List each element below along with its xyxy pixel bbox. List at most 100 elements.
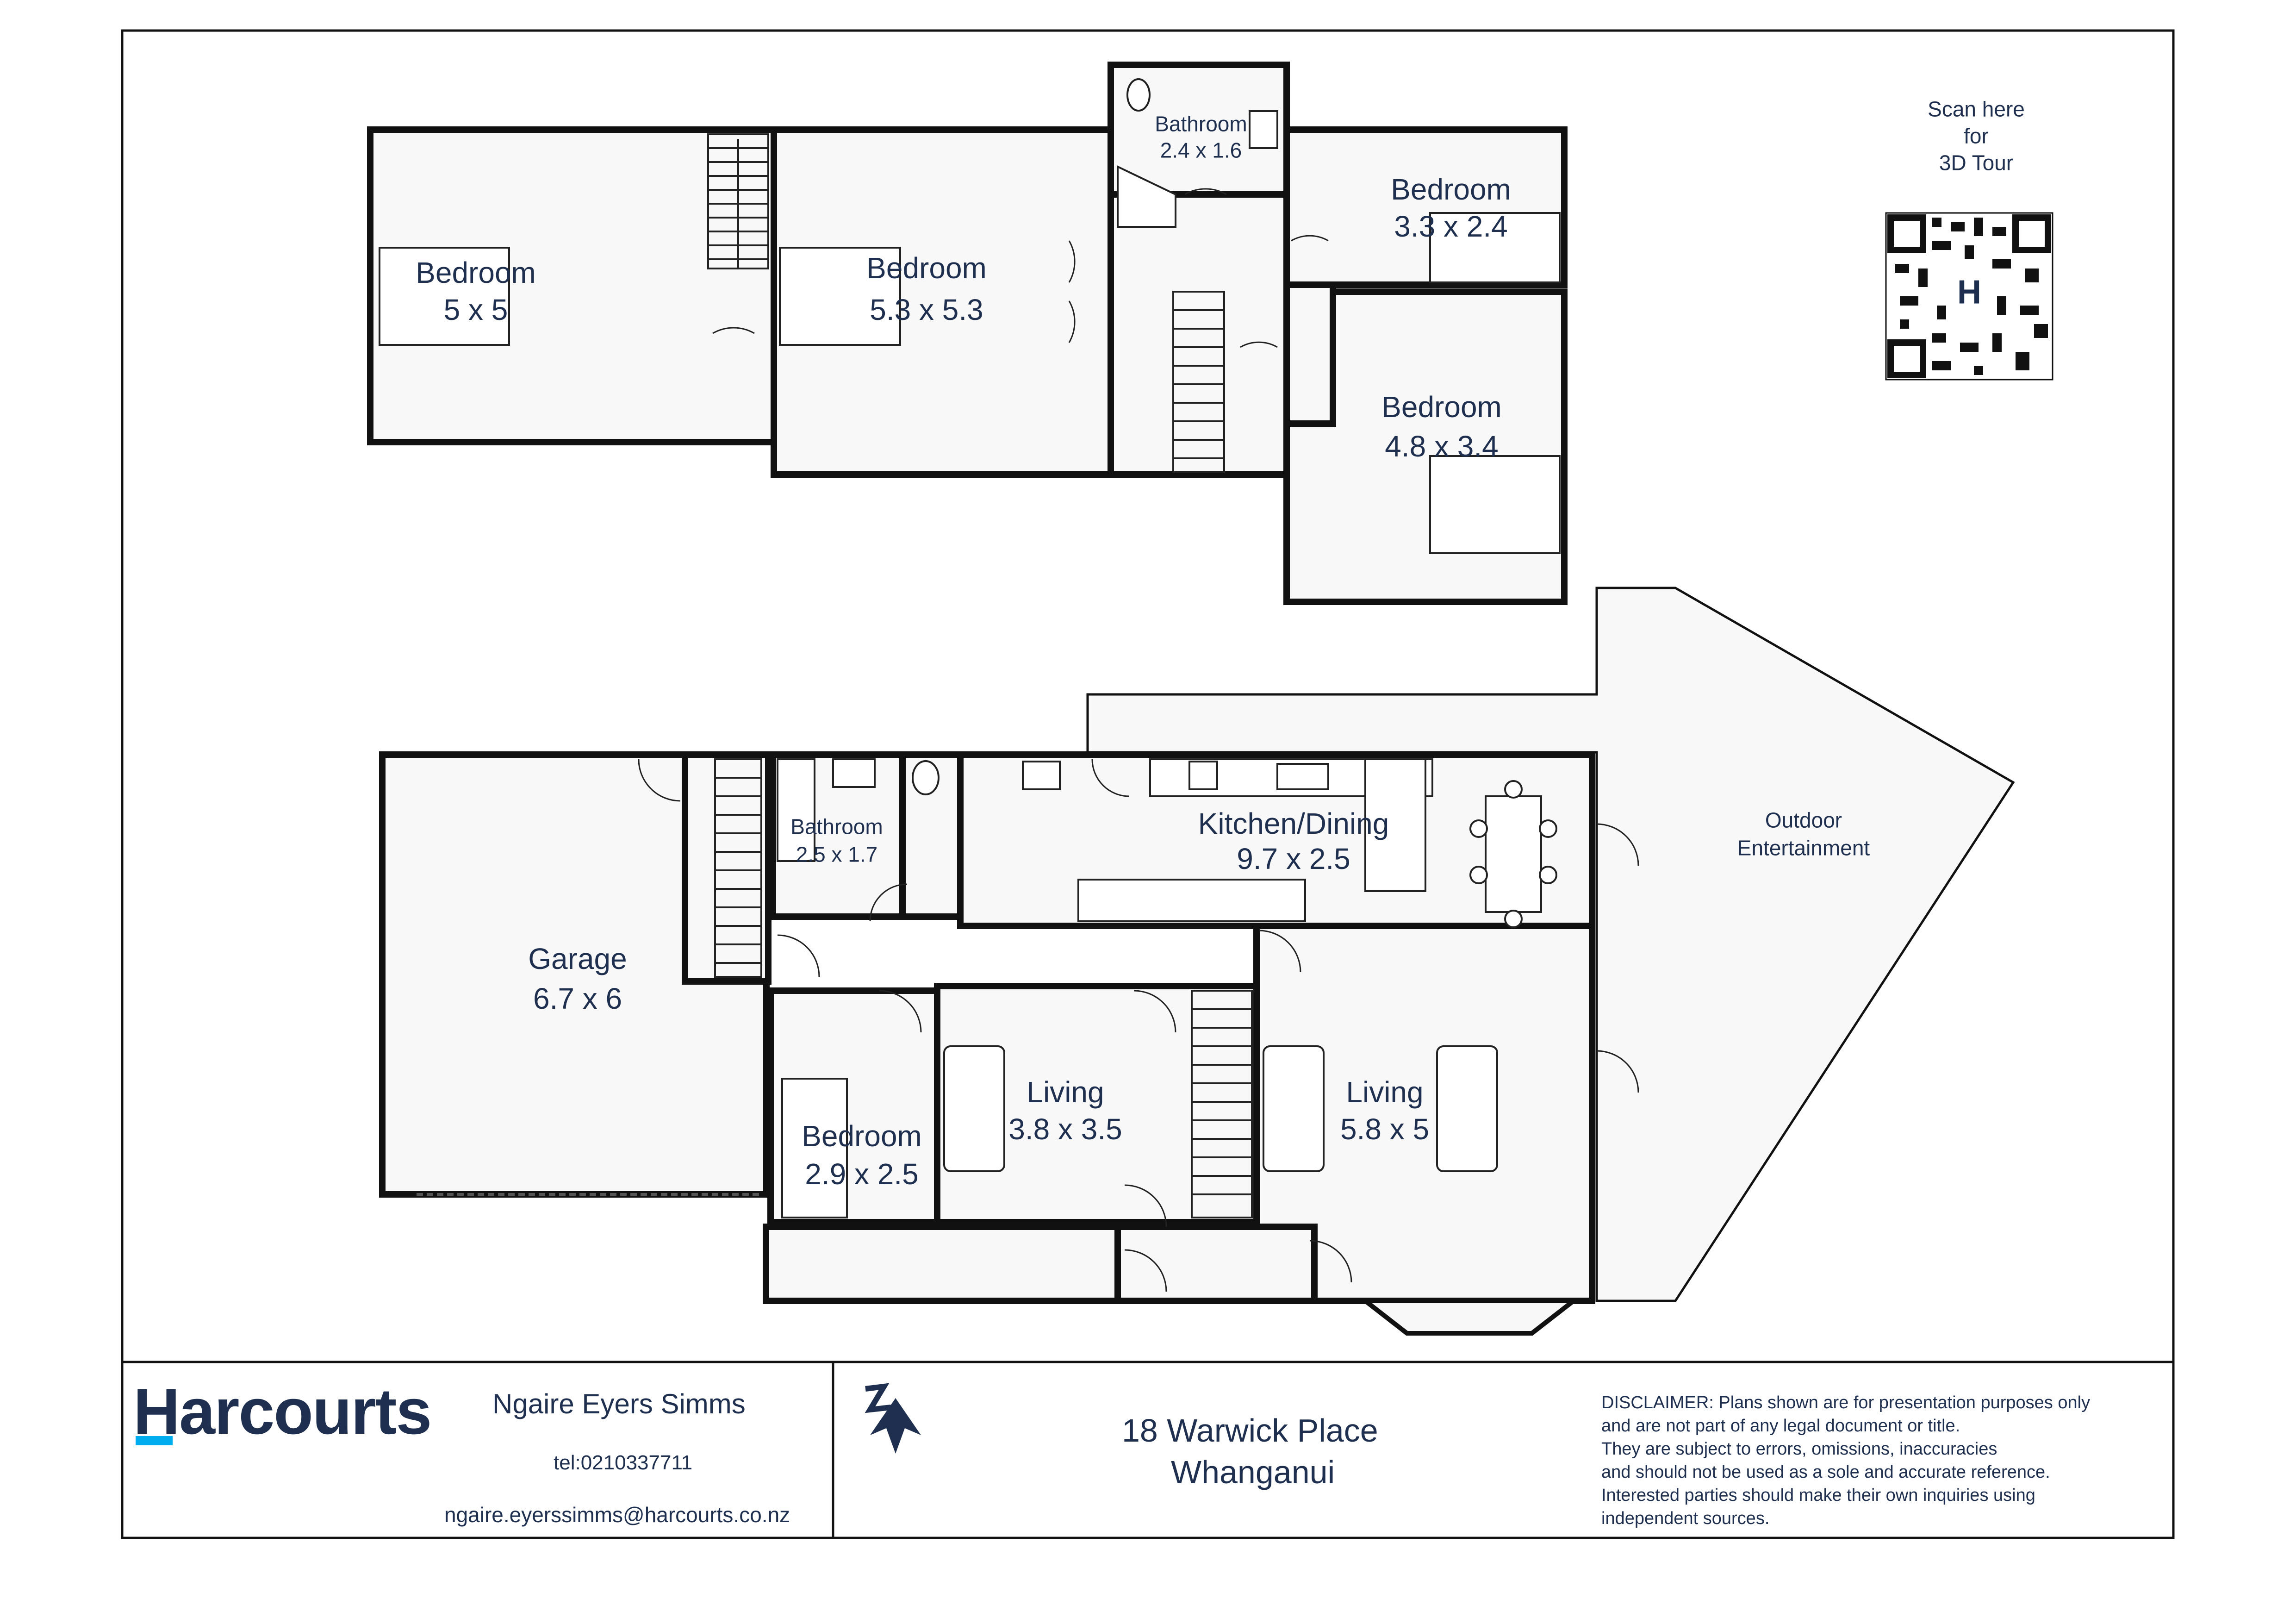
upper-stair-2	[1172, 291, 1225, 473]
basin-icon	[832, 758, 876, 788]
cooktop-icon	[1188, 761, 1218, 790]
bathroom-upper-fixtures	[1117, 78, 1278, 228]
door-swing	[1291, 235, 1329, 242]
room-dimensions: 5.3 x 5.3	[870, 293, 983, 327]
basin-icon	[1249, 110, 1278, 149]
door-swing	[712, 327, 755, 334]
bed-icon	[781, 1078, 848, 1218]
sofas	[943, 1045, 1498, 1172]
page-frame	[121, 29, 2175, 1539]
bed-icon	[1429, 455, 1561, 554]
disclaimer-line: They are subject to errors, omissions, i…	[1601, 1439, 1997, 1459]
disclaimer: DISCLAIMER: Plans shown are for presenta…	[1601, 1391, 2090, 1530]
door-swing	[869, 883, 908, 922]
door-swing	[1068, 240, 1076, 283]
room-dimensions: 3.3 x 2.4	[1394, 210, 1508, 244]
door-swing	[1124, 1249, 1167, 1292]
room-dimensions: 4.8 x 3.4	[1385, 430, 1499, 463]
room-name: Bedroom	[416, 256, 536, 290]
door-swing	[1240, 341, 1278, 348]
disclaimer-line: and are not part of any legal document o…	[1601, 1416, 1960, 1436]
room-name: Bedroom	[1381, 390, 1502, 424]
bay-window	[1358, 1299, 1580, 1336]
room-name: Kitchen/Dining	[1198, 807, 1389, 841]
room-dimensions: 5.8 x 5	[1340, 1112, 1430, 1146]
room-dimensions: 9.7 x 2.5	[1237, 842, 1350, 876]
sofa-icon	[1263, 1045, 1325, 1172]
address-line-2: Whanganui	[1171, 1454, 1335, 1490]
door-swing	[1133, 990, 1176, 1033]
room-name: Bedroom	[802, 1119, 922, 1153]
bath-icon	[777, 758, 815, 862]
upper-floor	[367, 62, 1568, 605]
sink-icon	[1022, 761, 1061, 790]
door-swing	[1596, 823, 1639, 866]
lower-stair-1	[714, 758, 762, 978]
disclaimer-line: DISCLAIMER: Plans shown are for presenta…	[1601, 1393, 2091, 1412]
room-dimensions: 6.7 x 6	[533, 982, 622, 1016]
landing-walls	[1108, 191, 1290, 478]
qr-code-icon[interactable]	[1885, 212, 2053, 381]
upper-furniture	[379, 212, 1561, 554]
disclaimer-line: and should not be used as a sole and acc…	[1601, 1462, 2050, 1482]
door-swing	[1068, 300, 1076, 343]
door-swing	[1596, 1050, 1639, 1093]
room-name: Bathroom	[1155, 112, 1247, 136]
room-name: Bedroom	[1391, 173, 1511, 206]
area-name: Outdoor	[1765, 808, 1842, 832]
toilet-icon	[912, 760, 940, 795]
bench-lower	[1077, 879, 1306, 922]
door-swing	[1258, 930, 1301, 973]
door-swing	[1309, 1240, 1352, 1283]
north-arrow-icon	[865, 1383, 921, 1454]
bed-icon	[1429, 212, 1561, 283]
lower-doors	[638, 759, 1639, 1292]
lower-stair-2	[1191, 990, 1253, 1218]
toilet-icon	[1126, 78, 1151, 112]
disclaimer-line: independent sources.	[1601, 1509, 1770, 1528]
area-name: Entertainment	[1737, 836, 1870, 860]
room-dimensions: 2.9 x 2.5	[805, 1157, 919, 1191]
room-dimensions: 2.5 x 1.7	[796, 842, 878, 867]
bed-icon	[779, 247, 901, 346]
table-icon	[1485, 795, 1542, 913]
shower-icon	[1117, 165, 1176, 228]
brand-logo: Harcourts	[133, 1375, 432, 1448]
kitchen-island	[1364, 758, 1426, 892]
small-hall-walls	[1283, 281, 1336, 427]
bottom-strip	[763, 1224, 1121, 1304]
entry-walls	[1114, 1224, 1318, 1304]
qr-caption: 3D Tour	[1939, 150, 2014, 175]
room-name: Bathroom	[790, 814, 883, 839]
qr-center-logo: H	[1957, 274, 1981, 311]
bed-icon	[379, 247, 510, 346]
kitchen-fixtures	[1022, 758, 1433, 922]
sofa-icon	[943, 1045, 1005, 1172]
upper-stair-1	[707, 133, 769, 269]
room-name: Garage	[528, 942, 627, 976]
door-swing	[1184, 188, 1227, 195]
brand-accent-bar	[136, 1436, 173, 1445]
agent-email[interactable]: ngaire.eyerssimms@harcourts.co.nz	[444, 1503, 790, 1527]
room-dimensions: 2.4 x 1.6	[1160, 138, 1242, 162]
sink-icon	[1276, 763, 1329, 790]
door-swing	[1124, 1184, 1167, 1227]
upper-doors	[712, 188, 1329, 348]
bathroom-fixtures	[777, 758, 940, 1218]
sofa-icon	[1436, 1045, 1498, 1172]
door-swing	[879, 990, 922, 1033]
qr-caption: Scan here	[1928, 97, 2025, 121]
qr-caption: for	[1964, 124, 1989, 148]
room-name: Living	[1346, 1075, 1424, 1109]
address-line-1: 18 Warwick Place	[1122, 1412, 1378, 1449]
agent-name: Ngaire Eyers Simms	[492, 1388, 746, 1419]
door-swing	[638, 759, 681, 802]
dining-table	[1469, 780, 1557, 928]
lower-stair-hall	[682, 751, 772, 985]
disclaimer-line: Interested parties should make their own…	[1601, 1486, 2035, 1505]
room-name: Bedroom	[866, 251, 987, 285]
door-swing	[777, 934, 820, 977]
room-name: Living	[1027, 1075, 1104, 1109]
agent-phone[interactable]: tel:0210337711	[554, 1451, 693, 1474]
